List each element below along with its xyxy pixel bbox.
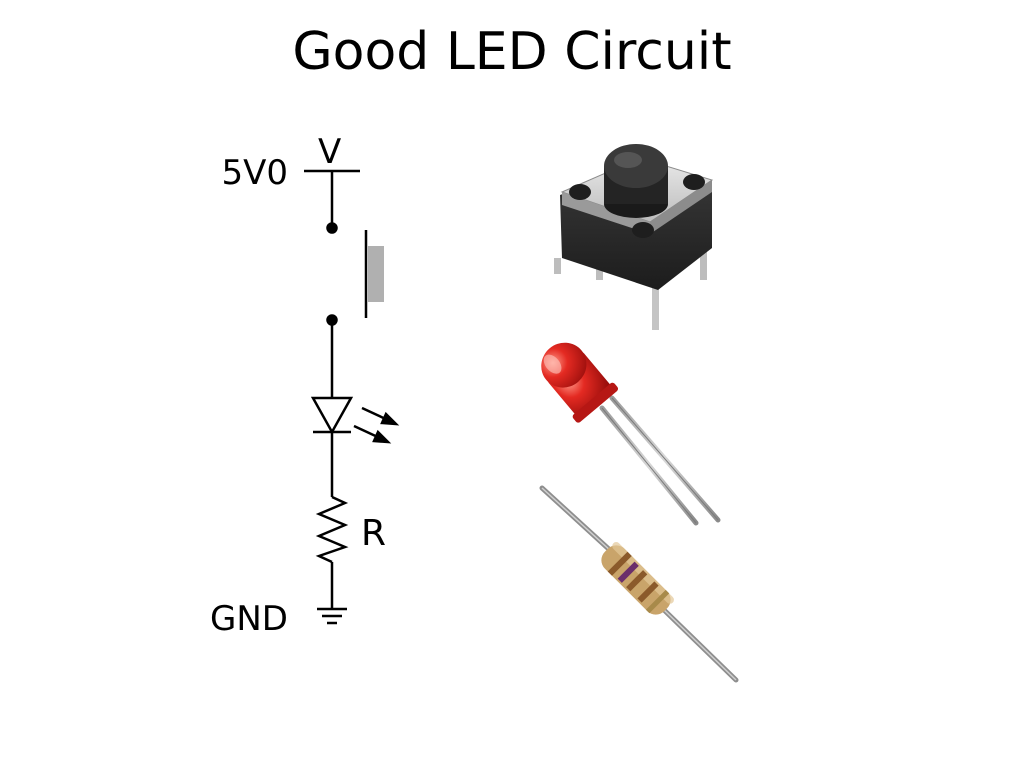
led-ray-1-head — [380, 411, 400, 426]
supply-symbol: V — [318, 132, 341, 172]
resistor-symbol — [315, 495, 349, 564]
resistor-icon — [539, 485, 739, 683]
slide-title: Good LED Circuit — [292, 22, 732, 82]
switch-actuator — [368, 246, 384, 302]
supply-label: 5V0 — [221, 153, 288, 193]
led-symbol — [310, 396, 354, 435]
circuit-schematic — [304, 169, 400, 625]
resistor-label: R — [361, 513, 386, 554]
led-ray-2-head — [372, 429, 392, 444]
tactile-push-button-icon — [554, 144, 714, 330]
ground-label: GND — [210, 599, 288, 639]
switch-terminal-top — [326, 222, 338, 234]
red-led-icon — [541, 342, 721, 526]
